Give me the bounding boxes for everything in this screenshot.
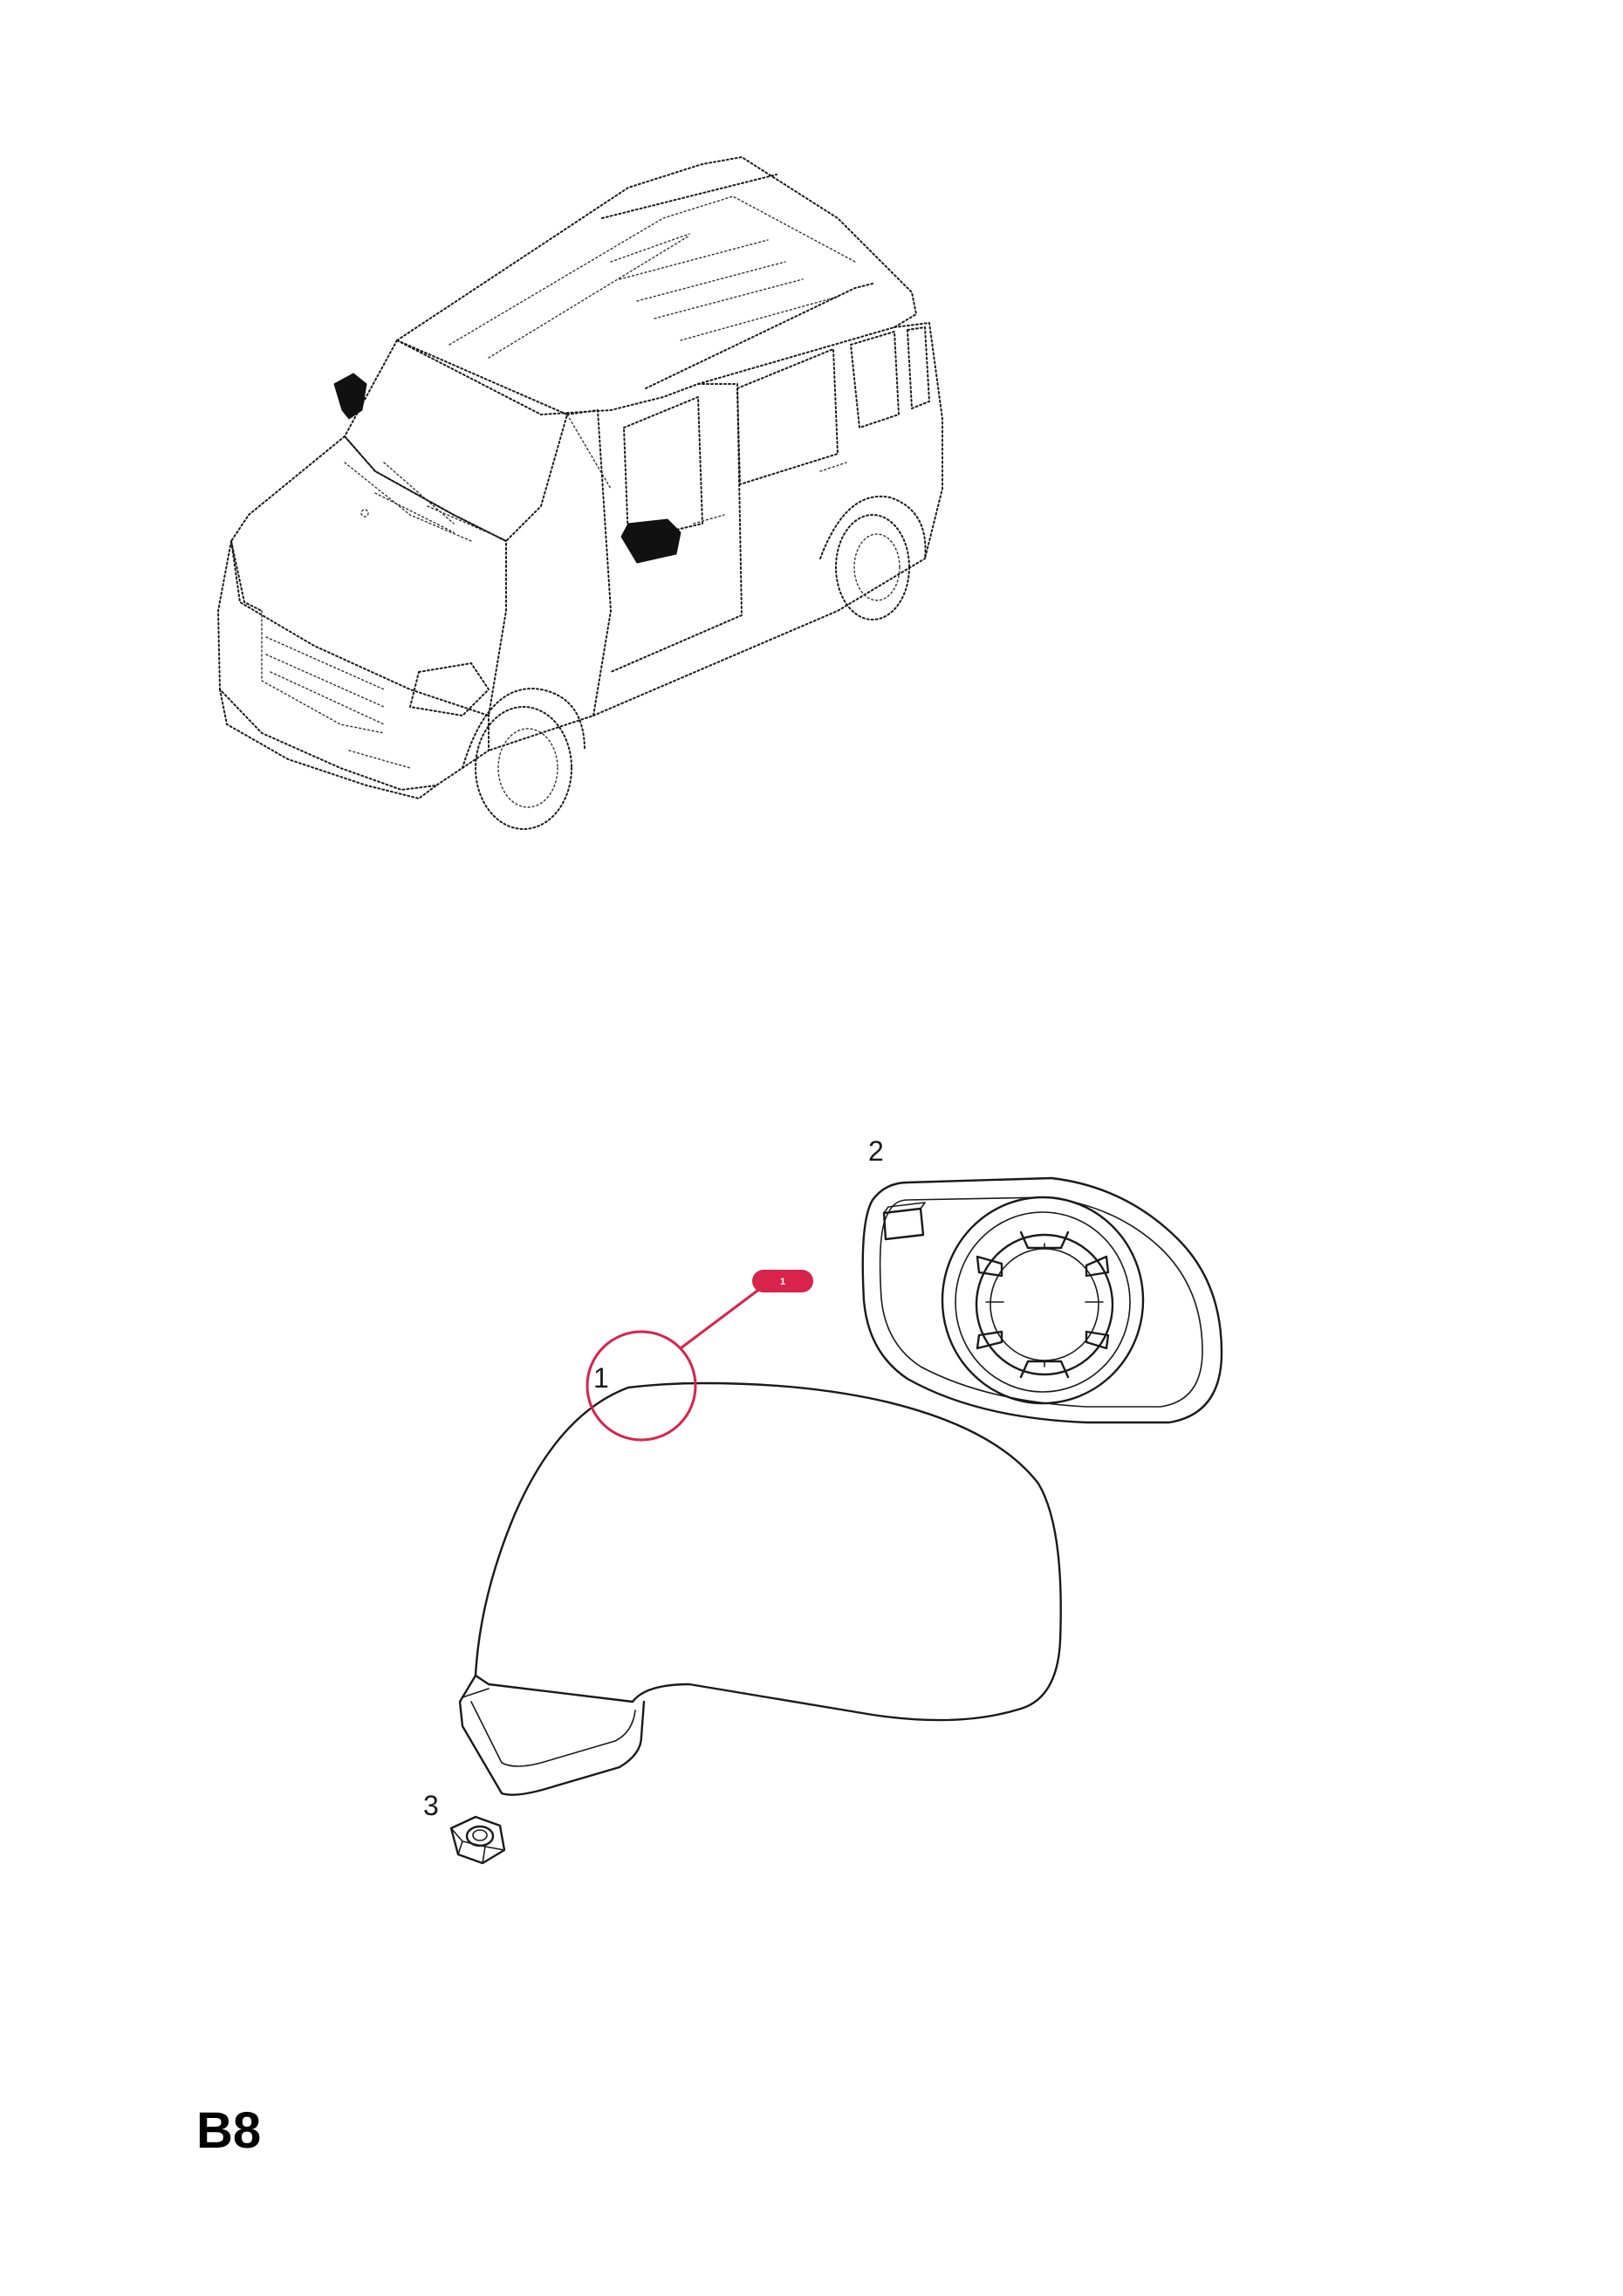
left-mirror-highlight [333, 373, 367, 420]
callout-1-hotspot[interactable]: 1 [586, 1270, 813, 1442]
part-2-mirror-glass[interactable] [861, 1176, 1223, 1424]
part-3-nut[interactable] [449, 1815, 506, 1865]
page-code-label: B8 [196, 2102, 261, 2159]
part-1-mirror-housing[interactable] [458, 1381, 1062, 1796]
callout-1-badge-label: 1 [780, 1277, 785, 1287]
callout-label-2: 2 [868, 1135, 884, 1167]
callout-label-3: 3 [423, 1790, 439, 1821]
callout-1-leader-line [680, 1281, 769, 1350]
callout-1-badge[interactable] [752, 1270, 813, 1292]
callout-label-1: 1 [593, 1362, 609, 1394]
right-mirror-highlight [620, 518, 681, 564]
vehicle-overview-illustration [217, 156, 943, 830]
callout-1-highlight-ring [586, 1330, 697, 1442]
